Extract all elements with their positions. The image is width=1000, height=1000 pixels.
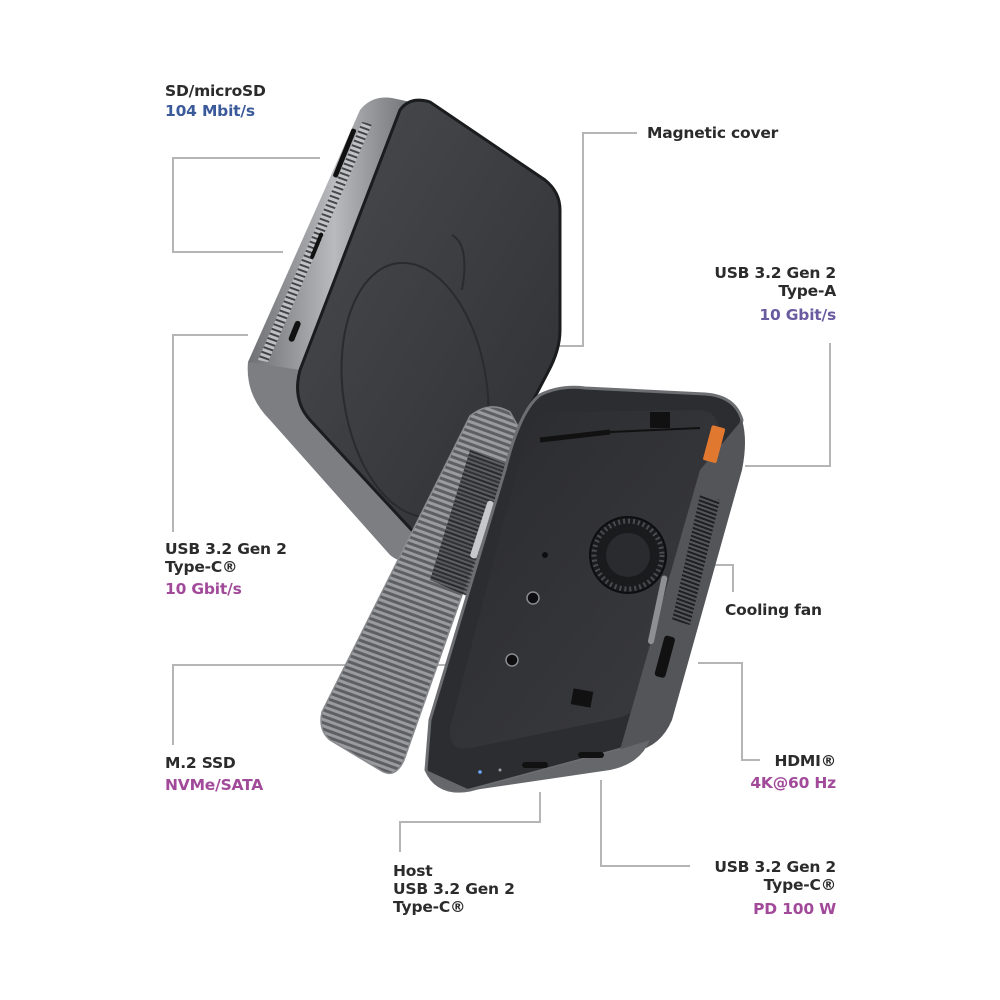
callout-sd-title: SD/microSD [165, 82, 266, 100]
callout-usb-c-pd-title-1: USB 3.2 Gen 2 [714, 858, 836, 876]
callout-magnetic-title: Magnetic cover [647, 124, 779, 142]
callout-ssd-spec: NVMe/SATA [165, 776, 264, 794]
callout-host-title-2: USB 3.2 Gen 2 [393, 880, 515, 898]
callout-hdmi-spec: 4K@60 Hz [750, 774, 836, 792]
usb-a-port [703, 425, 726, 463]
leader-line-hdmi [698, 662, 760, 761]
pd-usb-c-port [578, 752, 604, 758]
leader-line-sd [172, 157, 320, 253]
usb-c-port-left [288, 320, 301, 342]
heatsink-lid [320, 406, 521, 775]
callout-cooling-fan: Cooling fan [725, 601, 822, 619]
callout-sd-spec: 104 Mbit/s [165, 102, 255, 120]
leader-line-usb-a [745, 343, 831, 467]
callout-hdmi-title: HDMI® [774, 752, 836, 770]
callout-host-title-3: Type-C® [393, 898, 466, 916]
callout-usb-c-left-title-1: USB 3.2 Gen 2 [165, 540, 287, 558]
leader-line-usb-c-left [172, 334, 248, 532]
leader-line-usb-c-pd [600, 780, 690, 867]
callout-sd: SD/microSD 104 Mbit/s [165, 82, 266, 120]
callout-host-usb-c: Host USB 3.2 Gen 2 Type-C® [393, 862, 515, 916]
callout-usb-a-title-1: USB 3.2 Gen 2 [714, 264, 836, 282]
hdmi-port [654, 635, 675, 678]
host-usb-c-port [522, 762, 548, 768]
callout-usb-c-left-spec: 10 Gbit/s [165, 580, 242, 598]
callout-usb-a: USB 3.2 Gen 2 Type-A 10 Gbit/s [660, 264, 836, 324]
callout-usb-c-pd-title-2: Type-C® [763, 876, 837, 894]
microsd-slot [310, 232, 324, 259]
callout-ssd-title: M.2 SSD [165, 754, 236, 772]
callout-host-title-1: Host [393, 862, 433, 880]
callout-usb-a-title-2: Type-A [778, 282, 836, 300]
callout-m2-ssd: M.2 SSD NVMe/SATA [165, 754, 263, 794]
callout-usb-c-pd: USB 3.2 Gen 2 Type-C® PD 100 W [660, 858, 836, 918]
callout-hdmi: HDMI® 4K@60 Hz [700, 752, 836, 792]
sd-slot [333, 128, 357, 178]
callout-usb-c-left: USB 3.2 Gen 2 Type-C® 10 Gbit/s [165, 540, 287, 598]
callout-fan-title: Cooling fan [725, 601, 822, 619]
callout-usb-c-pd-spec: PD 100 W [753, 900, 836, 918]
base-unit [424, 385, 745, 793]
callout-magnetic-cover: Magnetic cover [647, 124, 778, 142]
cooling-fan [589, 516, 667, 594]
callout-usb-a-spec: 10 Gbit/s [759, 306, 836, 324]
callout-usb-c-left-title-2: Type-C® [165, 558, 238, 576]
leader-line-host [399, 792, 541, 852]
